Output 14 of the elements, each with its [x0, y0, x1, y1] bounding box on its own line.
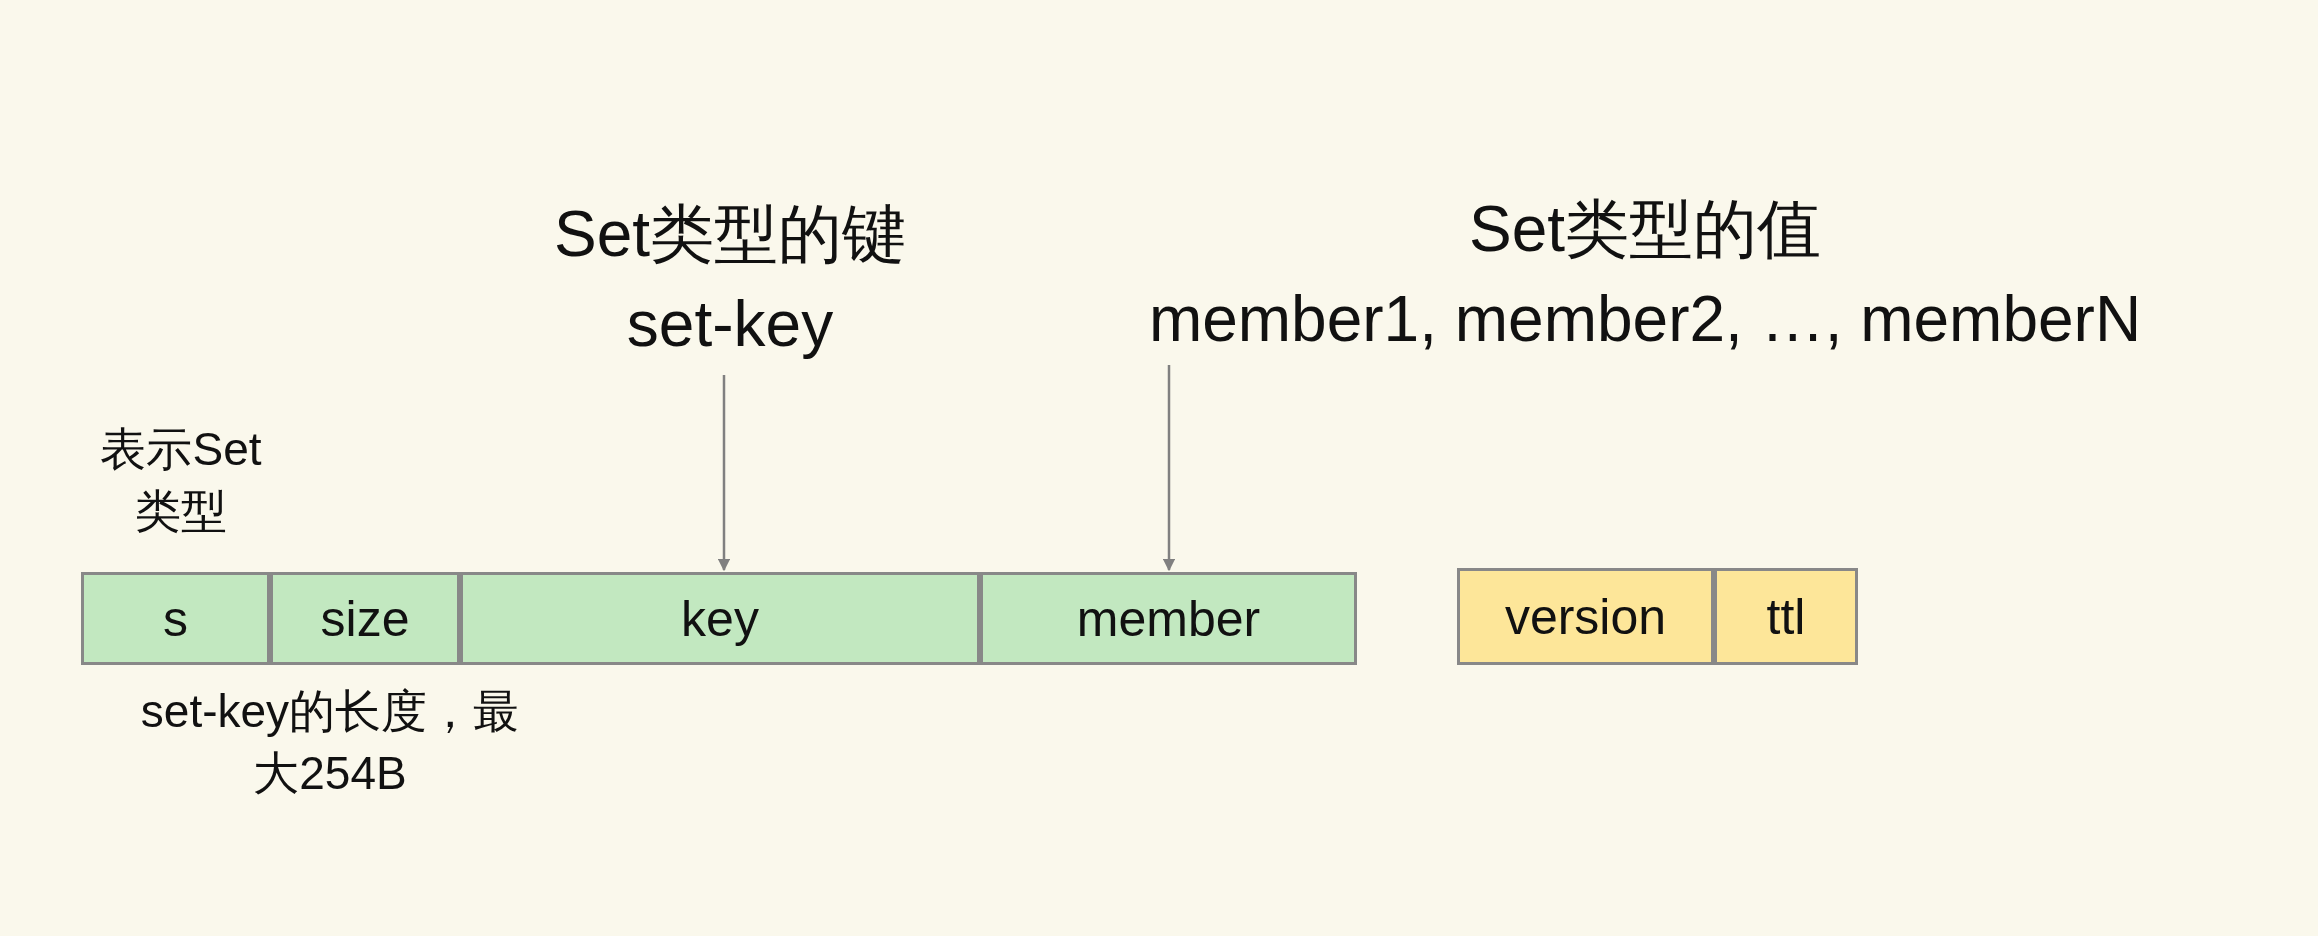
arrow	[717, 375, 731, 572]
annotation-text: set-key的长度，最大254B	[140, 684, 520, 802]
heading-text: Set类型的键	[553, 197, 907, 273]
field-cell: member	[980, 572, 1357, 665]
arrow	[1162, 365, 1176, 572]
heading-text: set-key	[626, 287, 834, 362]
field-cell: version	[1457, 568, 1714, 665]
heading-text: member1, member2, …, memberN	[1148, 282, 2142, 357]
annotation-text: 表示Set类型	[99, 422, 263, 540]
heading-text: Set类型的值	[1468, 192, 1822, 268]
field-cell: key	[460, 572, 980, 665]
field-cell: size	[270, 572, 460, 665]
field-cell: s	[81, 572, 270, 665]
field-cell: ttl	[1714, 568, 1858, 665]
